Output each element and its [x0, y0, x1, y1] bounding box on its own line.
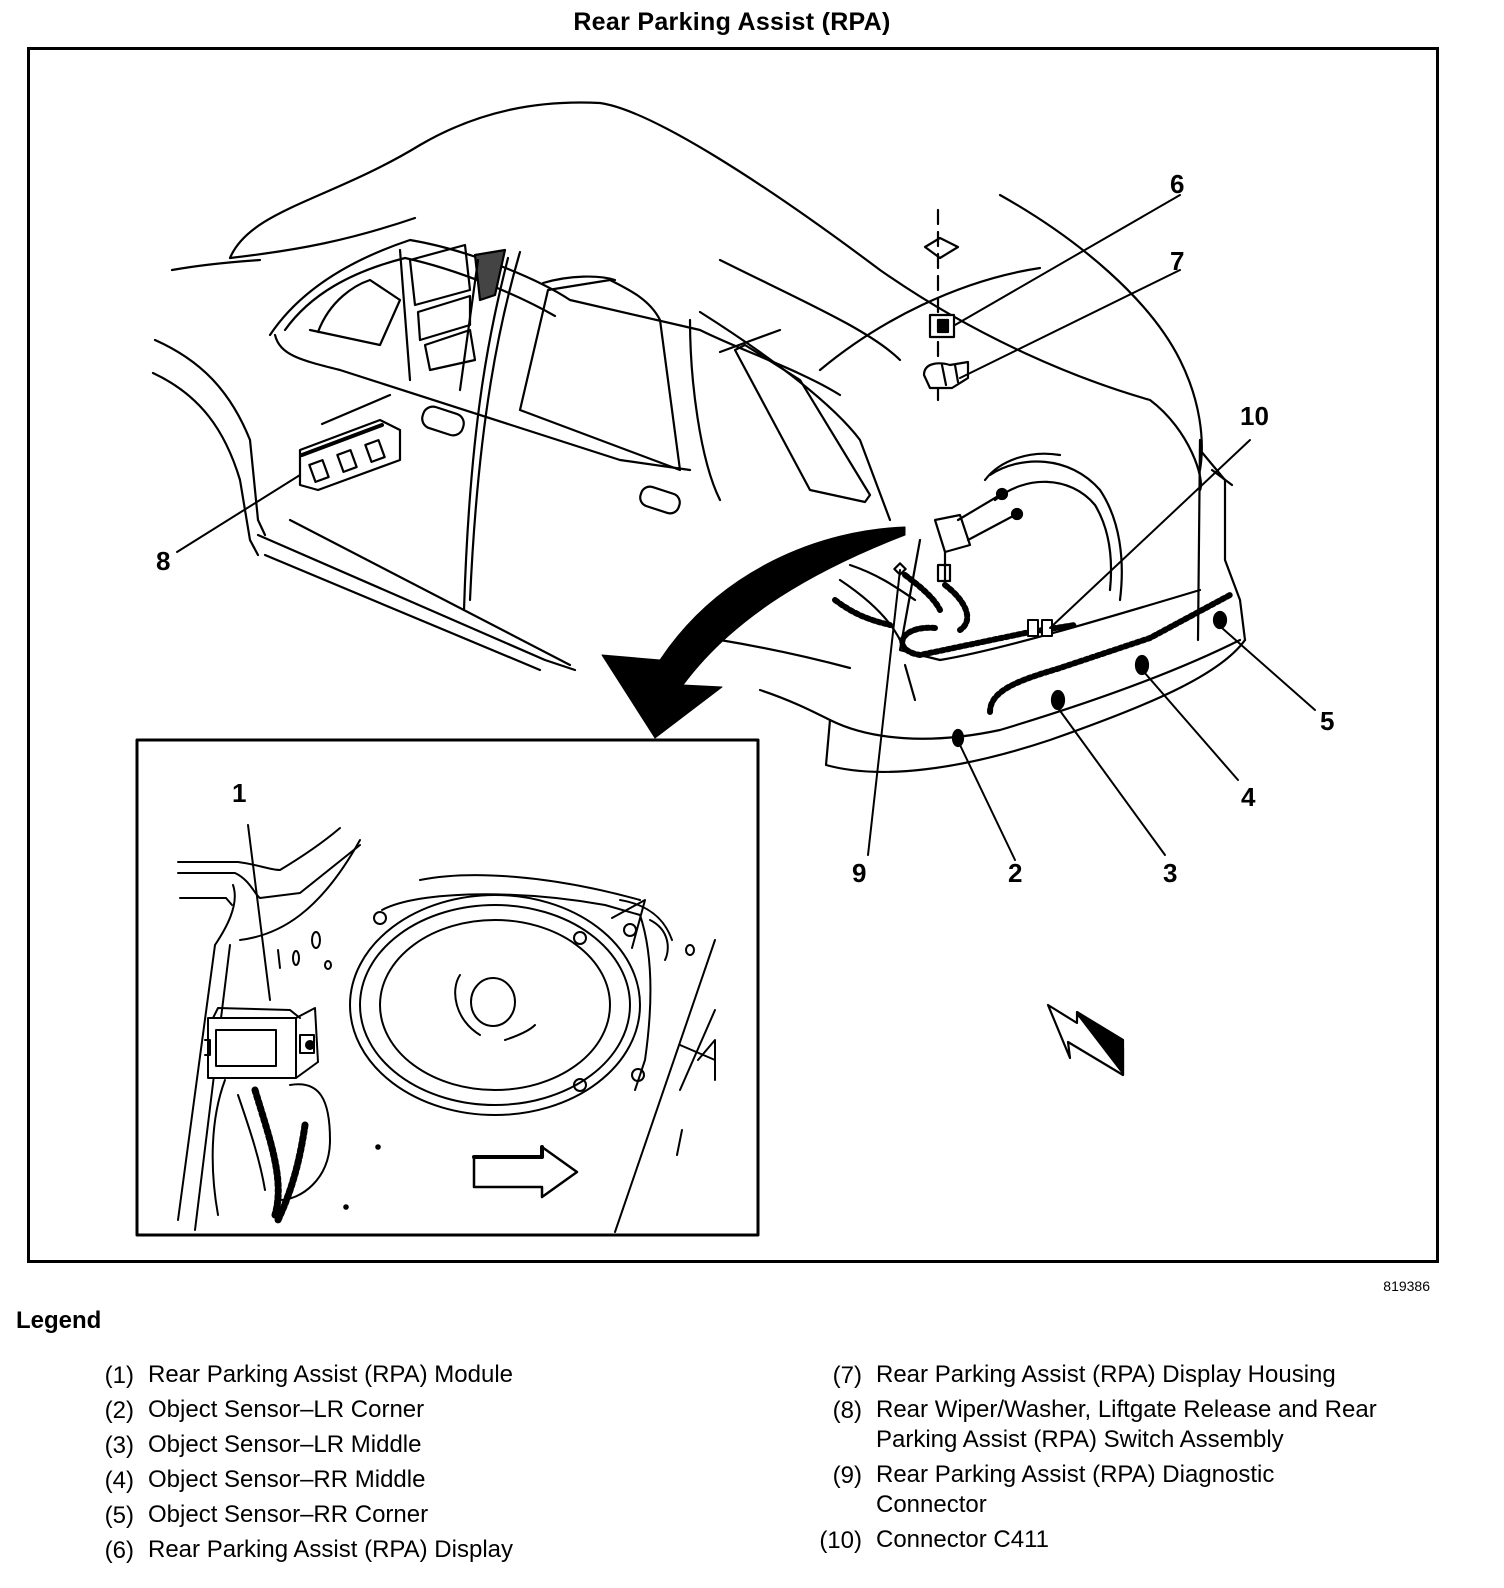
object-sensors [951, 610, 1228, 748]
curved-arrow-icon [601, 526, 906, 739]
legend-number: (2) [104, 1397, 134, 1424]
legend-item: (8) Rear Wiper/Washer, Liftgate Release … [806, 1393, 1446, 1458]
display-assembly-6-7 [922, 208, 970, 402]
legend-number: (9) [832, 1462, 862, 1489]
legend-text: Connector C411 [876, 1526, 1049, 1553]
legend-item: (9) Rear Parking Assist (RPA) Diagnostic… [806, 1458, 1446, 1523]
callout-3: 3 [1163, 858, 1177, 888]
legend-text: Rear Parking Assist (RPA) Diagnostic Con… [876, 1461, 1275, 1518]
callout-5: 5 [1320, 706, 1334, 736]
inset-detail [177, 824, 716, 1233]
legend-text: Object Sensor–LR Middle [148, 1431, 422, 1458]
vehicle-illustration: 1 2 3 4 5 6 7 8 9 10 [135, 101, 1334, 1237]
figure-id: 819386 [1383, 1278, 1430, 1294]
vehicle-body [151, 101, 1247, 773]
legend-number: (4) [104, 1467, 134, 1494]
legend-text: Rear Parking Assist (RPA) Display Housin… [876, 1361, 1336, 1388]
callout-7: 7 [1170, 246, 1184, 276]
legend-text: Rear Parking Assist (RPA) Display [148, 1536, 513, 1563]
legend-number: (5) [104, 1502, 134, 1529]
switch-assembly-8 [298, 393, 402, 492]
legend-number: (6) [104, 1537, 134, 1564]
callout-6: 6 [1170, 169, 1184, 199]
legend-heading: Legend [16, 1307, 102, 1334]
legend-text: Rear Parking Assist (RPA) Module [148, 1361, 514, 1388]
legend-item: (5) Object Sensor–RR Corner [78, 1498, 513, 1533]
callout-8: 8 [156, 546, 170, 576]
legend-number: (10) [819, 1527, 862, 1554]
legend-item: (7) Rear Parking Assist (RPA) Display Ho… [806, 1358, 1446, 1393]
callout-10: 10 [1240, 401, 1269, 431]
callout-4: 4 [1241, 782, 1256, 812]
legend-number: (8) [832, 1397, 862, 1424]
diagram-title: Rear Parking Assist (RPA) [573, 8, 891, 36]
legend-column-left: (1) Rear Parking Assist (RPA) Module (2)… [78, 1358, 513, 1568]
view-direction-arrow-icon [1046, 1003, 1125, 1077]
callout-2: 2 [1008, 858, 1022, 888]
legend-text: Object Sensor–RR Corner [148, 1501, 429, 1528]
legend-text: Object Sensor–LR Corner [148, 1396, 425, 1423]
callout-numbers: 1 2 3 4 5 6 7 8 9 10 [156, 169, 1334, 888]
legend-column-right: (7) Rear Parking Assist (RPA) Display Ho… [806, 1358, 1446, 1558]
legend-text: Object Sensor–RR Middle [148, 1466, 426, 1493]
legend-item: (1) Rear Parking Assist (RPA) Module [78, 1358, 513, 1393]
legend-item: (2) Object Sensor–LR Corner [78, 1393, 513, 1428]
legend-number: (3) [104, 1432, 134, 1459]
diagram-frame [27, 47, 1439, 1263]
callout-9: 9 [852, 858, 866, 888]
leader-lines [176, 194, 1316, 861]
legend-item: (10) Connector C411 [806, 1523, 1446, 1558]
connector-c411 [1027, 619, 1053, 637]
callout-1: 1 [232, 778, 246, 808]
legend-number: (1) [104, 1362, 134, 1389]
module-bracket-main [933, 487, 1024, 583]
legend-number: (7) [832, 1362, 862, 1389]
legend-item: (3) Object Sensor–LR Middle [78, 1428, 513, 1463]
wiring-harness [832, 572, 1233, 715]
legend-item: (6) Rear Parking Assist (RPA) Display [78, 1533, 513, 1568]
inset-frame [135, 738, 760, 1237]
legend-text: Rear Wiper/Washer, Liftgate Release and … [876, 1396, 1377, 1453]
legend-item: (4) Object Sensor–RR Middle [78, 1463, 513, 1498]
